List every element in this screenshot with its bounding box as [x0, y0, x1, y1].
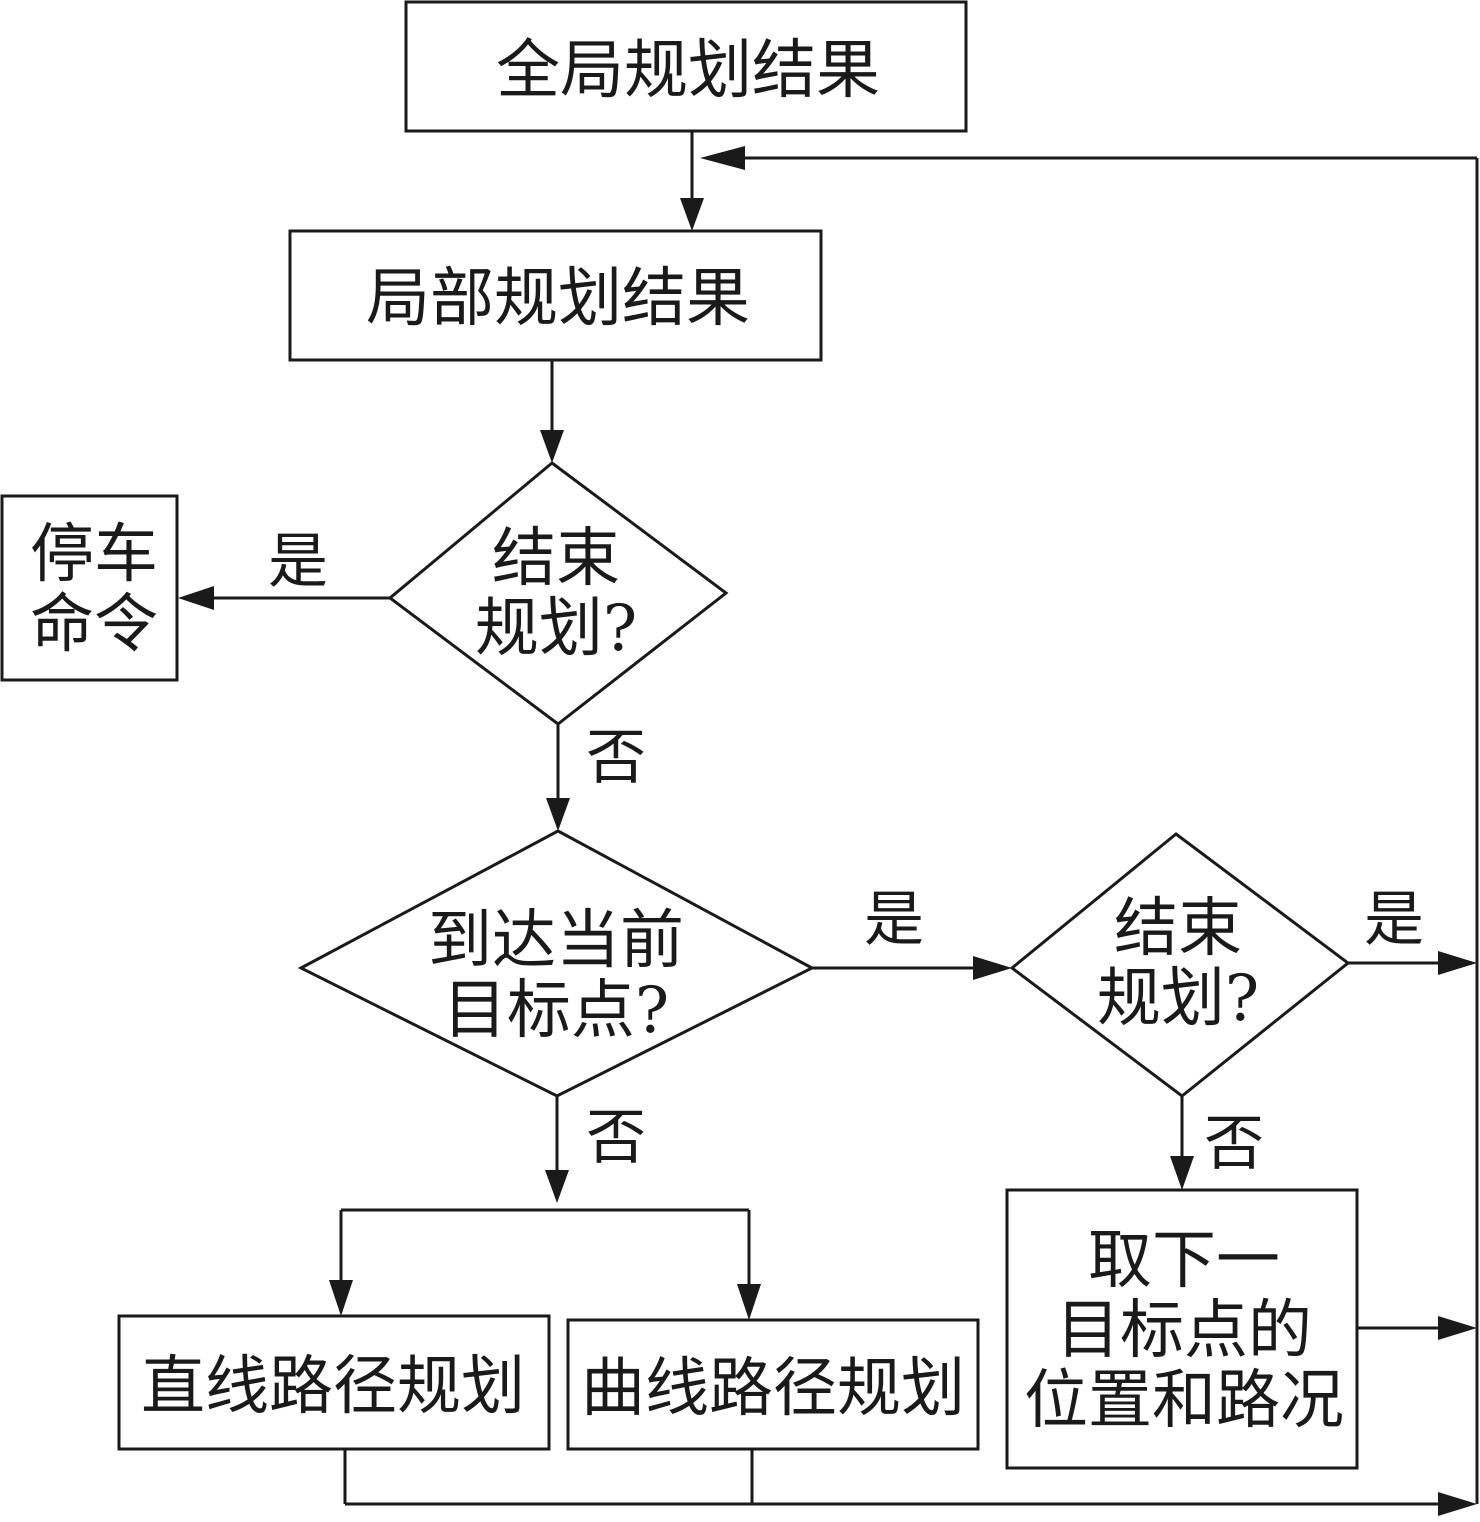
- arrowhead-to-decision2: [546, 798, 570, 831]
- arrowhead-to-stop: [178, 586, 214, 610]
- decision1-label-line2: 规划?: [475, 592, 637, 666]
- stop-command-line2: 命令: [30, 588, 158, 662]
- no-label-decision3: 否: [1204, 1109, 1264, 1179]
- arrowhead-to-next-target: [1170, 1156, 1194, 1190]
- decision2-label-line2: 目标点?: [443, 974, 669, 1048]
- next-target-box: [1005, 1188, 1359, 1470]
- curve-path-label: 曲线路径规划: [581, 1352, 965, 1426]
- arrowhead-top-return: [700, 146, 745, 170]
- arrowhead-to-decision3: [973, 956, 1012, 980]
- yes-label-decision2: 是: [864, 885, 924, 955]
- straight-path-box: [117, 1314, 551, 1451]
- local-result-box: [288, 229, 823, 362]
- decision-end-planning-1: [387, 461, 729, 726]
- curve-path-box: [566, 1318, 980, 1451]
- next-target-line2: 目标点的: [1056, 1294, 1312, 1368]
- local-result-label: 局部规划结果: [366, 262, 750, 336]
- decision3-label-line2: 规划?: [1097, 962, 1259, 1036]
- arrowhead-to-local: [680, 198, 704, 231]
- decision1-label-line1: 结束: [492, 522, 620, 596]
- decision3-label-line1: 结束: [1114, 892, 1242, 966]
- next-target-line1: 取下一: [1088, 1224, 1280, 1298]
- next-target-line3: 位置和路况: [1024, 1364, 1344, 1438]
- arrowhead-decision3-yes: [1438, 951, 1477, 975]
- decision-reached-target: [297, 829, 816, 1098]
- no-label-decision1: 否: [586, 723, 646, 793]
- arrowhead-to-straight: [329, 1280, 353, 1316]
- arrowhead-bottom-right: [1438, 1492, 1477, 1516]
- decision2-label-line1: 到达当前: [428, 904, 684, 978]
- yes-label-stop: 是: [268, 527, 328, 597]
- connectors: [212, 131, 1479, 1506]
- arrowhead-to-curve: [737, 1284, 761, 1320]
- stop-command-line1: 停车: [30, 518, 158, 592]
- stop-command-box: [0, 494, 179, 682]
- decision-end-planning-2: [1009, 832, 1351, 1098]
- global-result-label: 全局规划结果: [496, 34, 880, 108]
- straight-path-label: 直线路径规划: [141, 1350, 525, 1424]
- arrowheads: [178, 146, 1477, 1516]
- arrowhead-to-decision1: [540, 430, 564, 463]
- no-label-decision2: 否: [586, 1103, 646, 1173]
- global-result-box: [404, 0, 968, 133]
- yes-label-decision3: 是: [1364, 885, 1424, 955]
- arrowhead-next-right: [1438, 1316, 1477, 1340]
- arrowhead-decision2-down: [545, 1170, 569, 1203]
